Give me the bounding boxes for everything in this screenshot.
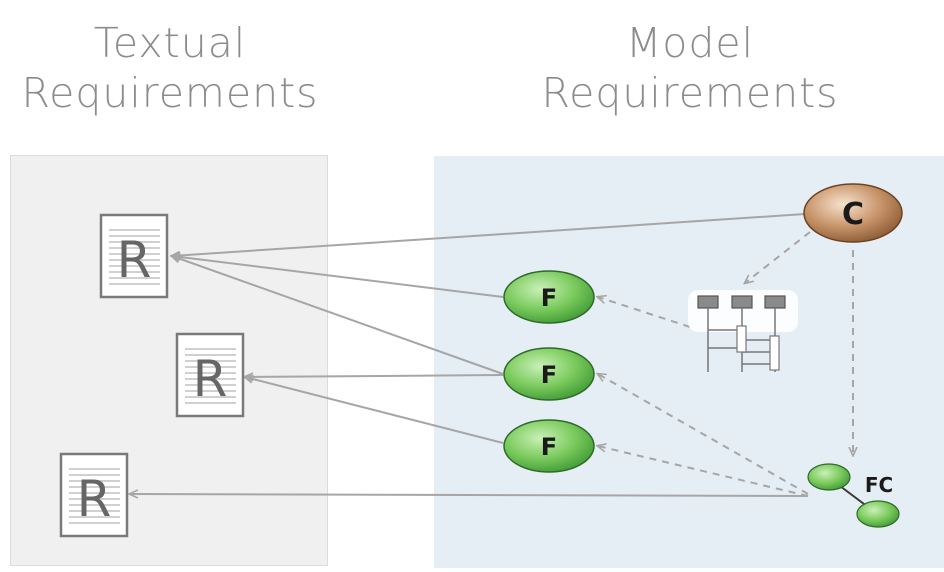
function-node-3: F	[503, 419, 595, 473]
requirement-document-1: R	[99, 213, 169, 299]
requirement-label: R	[77, 470, 112, 528]
heading-line-2: Requirements	[541, 69, 839, 117]
function-label: F	[541, 361, 557, 389]
function-label: F	[541, 284, 557, 312]
dep-c-seq	[745, 231, 811, 283]
function-node-1: F	[503, 270, 595, 324]
requirement-label: R	[193, 350, 228, 408]
trace-link-f2-r1	[172, 256, 504, 375]
sequence-diagram-icon	[688, 290, 798, 372]
dep-seq-f1	[598, 297, 691, 328]
trace-links	[130, 213, 809, 496]
function-label: F	[541, 433, 557, 461]
requirement-label: R	[117, 231, 152, 289]
requirement-document-2: R	[175, 332, 245, 418]
dep-fc-f3	[598, 446, 809, 497]
dependency-links	[598, 231, 853, 497]
function-chain-node: FC	[807, 463, 900, 528]
heading-line-1: Textual	[93, 19, 247, 67]
trace-link-f2-r2	[245, 375, 504, 377]
trace-link-fc-r3	[130, 494, 809, 496]
function-node-2: F	[503, 347, 595, 401]
dep-fc-f2	[598, 374, 809, 495]
trace-link-f1-r1	[172, 256, 504, 298]
component-node: C	[803, 183, 903, 243]
textual-requirements-heading: Textual Requirements	[0, 18, 340, 118]
model-requirements-heading: Model Requirements	[500, 18, 880, 118]
heading-line-1: Model	[625, 19, 755, 67]
component-label: C	[842, 197, 864, 232]
trace-link-c-r1	[172, 213, 806, 256]
function-chain-label: FC	[865, 473, 893, 497]
trace-link-f3-r2	[245, 377, 504, 444]
heading-line-2: Requirements	[21, 69, 319, 117]
requirement-document-3: R	[59, 452, 129, 538]
